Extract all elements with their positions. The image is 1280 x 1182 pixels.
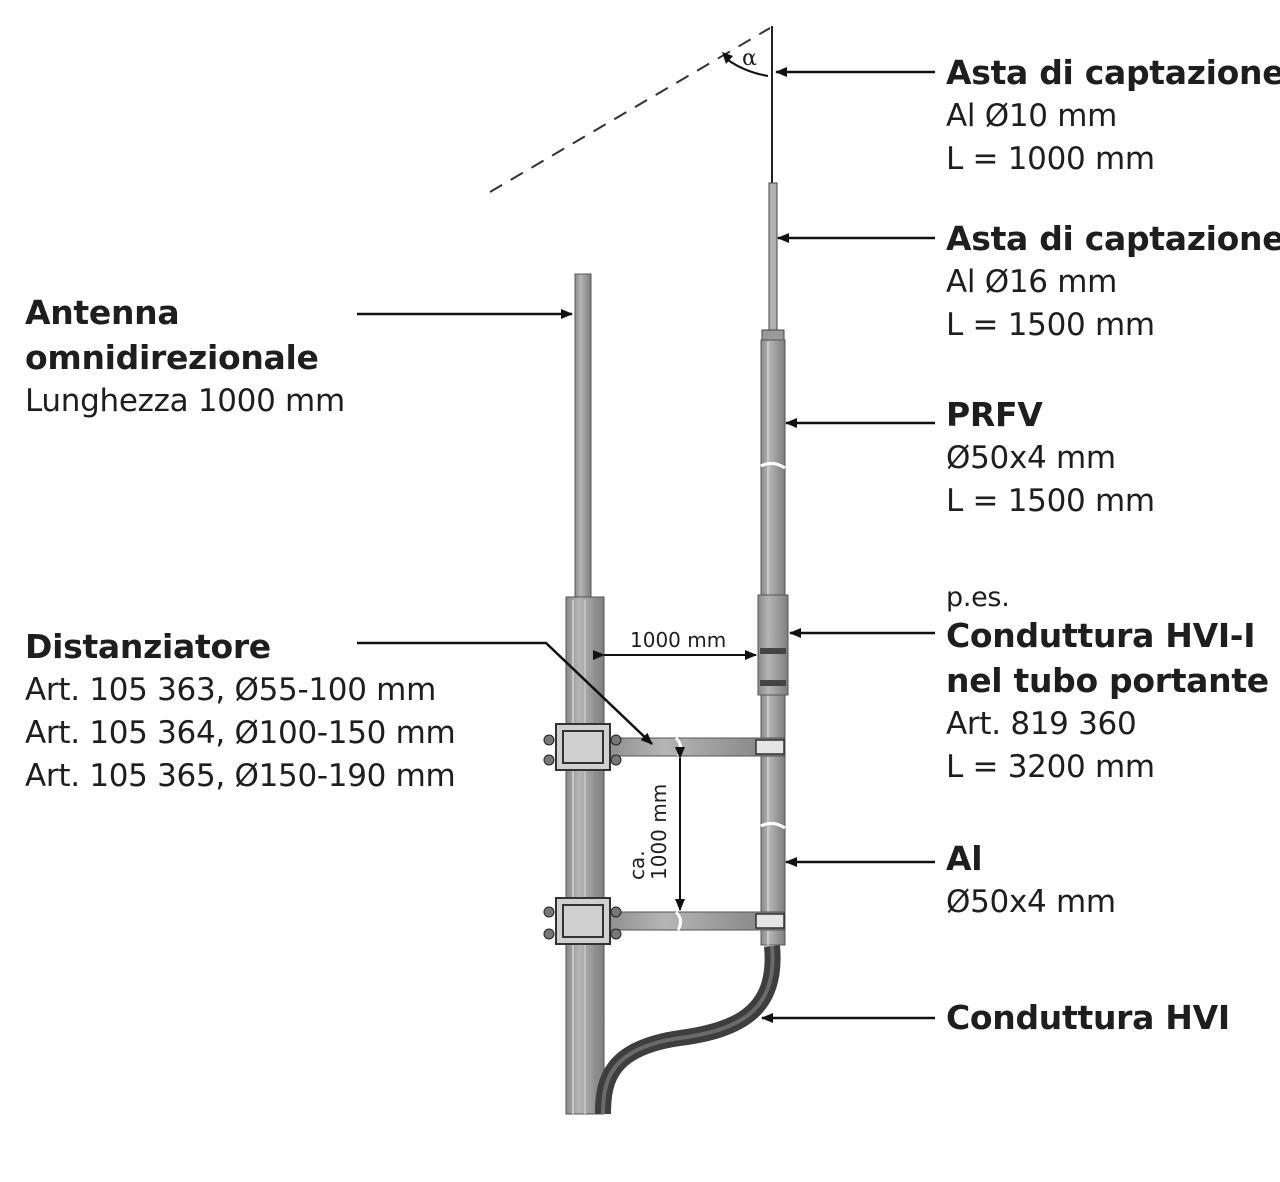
label-hvi: Conduttura HVI <box>946 1001 1230 1034</box>
tip-rod-line1: Al Ø10 mm <box>946 98 1118 134</box>
label-hvi-i: p.es. Conduttura HVI-I nel tubo portante… <box>946 584 1269 783</box>
angle-alpha-label: α <box>742 46 757 71</box>
prfv-line2: L = 1500 mm <box>946 483 1155 519</box>
label-prfv: PRFV Ø50x4 mm L = 1500 mm <box>946 398 1155 517</box>
hvi-i-title1: Conduttura HVI-I <box>946 616 1256 655</box>
al-title: Al <box>946 839 983 878</box>
dimension-vertical-ca: ca. <box>625 850 649 880</box>
rod-line2: L = 1500 mm <box>946 307 1155 343</box>
spacer-art1: Art. 105 363, Ø55-100 mm <box>25 672 436 708</box>
tip-rod-line2: L = 1000 mm <box>946 141 1155 177</box>
leader-spacer <box>357 641 653 745</box>
prfv-title: PRFV <box>946 395 1043 434</box>
hvi-cable <box>595 945 781 1115</box>
left-mast <box>565 596 605 1115</box>
label-al: Al Ø50x4 mm <box>946 842 1116 918</box>
label-tip-rod: Asta di captazione Al Ø10 mm L = 1000 mm <box>946 56 1280 175</box>
dimension-vertical-label: ca. 1000 mm <box>625 783 671 880</box>
label-rod: Asta di captazione Al Ø16 mm L = 1500 mm <box>946 222 1280 341</box>
prfv-line1: Ø50x4 mm <box>946 440 1116 476</box>
spacer-lower <box>543 897 785 945</box>
antenna-line1: Lunghezza 1000 mm <box>25 383 345 419</box>
hvi-i-line2: L = 3200 mm <box>946 749 1155 785</box>
label-antenna: Antenna omnidirezionale Lunghezza 1000 m… <box>25 296 345 417</box>
protection-angle-line <box>489 27 771 193</box>
al-line1: Ø50x4 mm <box>946 884 1116 920</box>
antenna-title2: omnidirezionale <box>25 338 319 377</box>
label-spacer: Distanziatore Art. 105 363, Ø55-100 mm A… <box>25 627 456 794</box>
rod-title: Asta di captazione <box>946 219 1280 258</box>
spacer-upper <box>543 723 785 771</box>
hvi-i-title2: nel tubo portante <box>946 661 1269 700</box>
tip-rod-title: Asta di captazione <box>946 53 1280 92</box>
hvi-i-line1: Art. 819 360 <box>946 706 1137 742</box>
spacer-title: Distanziatore <box>25 627 271 666</box>
rod-line1: Al Ø16 mm <box>946 264 1118 300</box>
hvi-i-pre: p.es. <box>946 582 1010 613</box>
angle-arc <box>727 59 769 77</box>
antenna-title1: Antenna <box>25 293 180 332</box>
dimension-vertical-value: 1000 mm <box>647 783 671 880</box>
hvi-title: Conduttura HVI <box>946 998 1230 1037</box>
air-termination-rod <box>768 182 778 334</box>
spacer-art2: Art. 105 364, Ø100-150 mm <box>25 715 456 751</box>
support-tube <box>757 329 789 946</box>
antenna-rod <box>574 273 592 598</box>
angle-arc-arrow <box>722 52 733 64</box>
spacer-art3: Art. 105 365, Ø150-190 mm <box>25 758 456 794</box>
dimension-horizontal-label: 1000 mm <box>630 628 727 652</box>
